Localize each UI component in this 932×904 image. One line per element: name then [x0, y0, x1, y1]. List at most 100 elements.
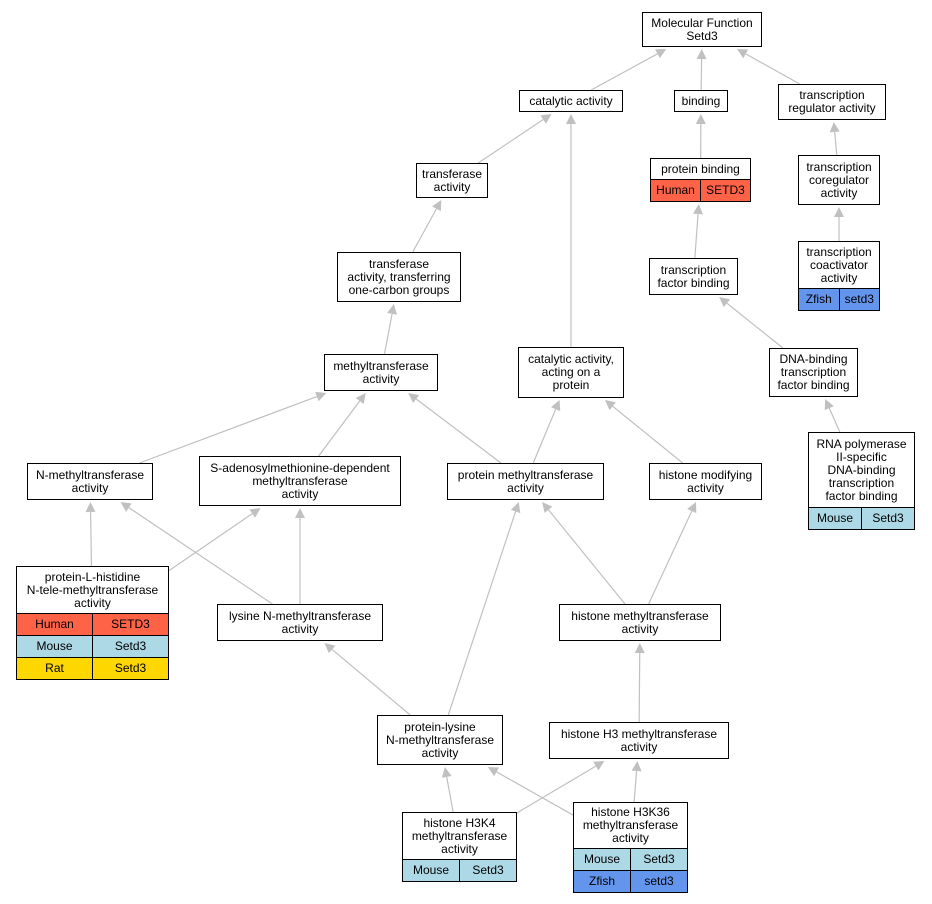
species-gene: SETD3 [700, 180, 750, 201]
edge-txreg-to-mf [745, 53, 801, 85]
node-catalytic[interactable]: catalytic activity [519, 90, 623, 112]
edge-methyl-to-onecarbon [383, 313, 393, 355]
node-mf[interactable]: Molecular Function Setd3 [642, 12, 762, 47]
arrowhead [408, 393, 420, 404]
node-label: lysine N-methyltransferase activity [228, 608, 372, 636]
node-label: S-adenosylmethionine-dependent methyltra… [210, 460, 390, 501]
node-label: N-methyltransferase activity [35, 467, 145, 495]
species-gene: Setd3 [861, 508, 914, 529]
node-methyl[interactable]: methyltransferase activity [324, 354, 438, 391]
node-histmod[interactable]: histone modifying activity [649, 463, 762, 500]
edge-histmod-to-catprot [612, 405, 684, 464]
arrowhead [542, 502, 553, 513]
edge-nmethyl-to-methyl [139, 395, 318, 464]
node-label: protein methyltransferase activity [457, 467, 594, 495]
node-label: RNA polymerase II-specific DNA-binding t… [816, 436, 907, 503]
node-label: histone methyltransferase activity [571, 608, 709, 636]
species-row: Mouse Setd3 [17, 635, 168, 657]
species-organism: Rat [45, 661, 64, 675]
node-label: methyltransferase activity [333, 358, 429, 386]
edge-histidine-to-nmethyl [89, 511, 93, 567]
arrowhead [432, 200, 442, 212]
species-gene: Setd3 [92, 636, 168, 657]
edge-protmethyl-to-catprot [532, 408, 557, 464]
arrowhead [824, 399, 834, 411]
node-histidine[interactable]: protein-L-histidine N-tele-methyltransfe… [16, 566, 169, 680]
node-h3[interactable]: histone H3 methyltransferase activity [549, 722, 729, 759]
arrowhead [510, 502, 521, 514]
species-gene: setd3 [838, 289, 880, 310]
node-label: protein binding [661, 161, 740, 176]
node-onecarbon[interactable]: transferase activity, transferring one-c… [337, 252, 461, 302]
node-label: histone modifying activity [658, 467, 753, 495]
node-label: transcription factor binding [657, 262, 730, 290]
species-organism: Mouse [583, 852, 621, 866]
node-dnatf[interactable]: DNA-binding transcription factor binding [769, 348, 858, 397]
species-organism: Mouse [816, 511, 854, 525]
edge-dnatf-to-tfbinding [726, 302, 784, 349]
node-histmethyl[interactable]: histone methyltransferase activity [559, 604, 721, 641]
node-txcoreg[interactable]: transcription coregulator activity [798, 155, 880, 205]
arrowhead [295, 508, 305, 518]
edge-h3k36-to-h3 [633, 770, 638, 803]
edge-tfbinding-to-protbinding [694, 213, 699, 259]
node-h3k36[interactable]: histone H3K36 methyltransferase activity… [573, 802, 688, 893]
arrowhead [85, 502, 96, 513]
node-txreg[interactable]: transcription regulator activity [778, 84, 886, 120]
edge-h3k4-to-protlys [446, 776, 454, 813]
node-transferase[interactable]: transferase activity [416, 163, 488, 198]
arrowhead [566, 114, 576, 124]
node-label: histone H3 methyltransferase activity [560, 726, 718, 754]
edge-sam-to-methyl [318, 400, 361, 457]
species-organism: Mouse [36, 639, 73, 653]
species-row: Zfish setd3 [799, 288, 879, 310]
species-organism: Zfish [805, 292, 832, 306]
node-protmethyl[interactable]: protein methyltransferase activity [447, 463, 604, 500]
arrowhead [655, 49, 667, 59]
node-label: transcription regulator activity [788, 88, 876, 115]
node-label: protein-lysine N-methyltransferase activ… [385, 719, 495, 760]
node-label: catalytic activity, acting on a protein [528, 352, 614, 392]
edge-protmethyl-to-methyl [415, 398, 502, 464]
edge-lysineN-to-nmethyl [128, 507, 273, 605]
arrowhead [695, 114, 706, 125]
species-row: Mouse Setd3 [809, 507, 914, 529]
arrowhead [719, 297, 731, 308]
node-catprot[interactable]: catalytic activity, acting on a protein [518, 347, 624, 398]
species-row: Human SETD3 [17, 613, 168, 635]
node-nmethyl[interactable]: N-methyltransferase activity [27, 463, 153, 500]
edge-histmethyl-to-histmod [648, 510, 693, 605]
node-sam[interactable]: S-adenosylmethionine-dependent methyltra… [199, 456, 401, 506]
arrowhead [736, 49, 749, 59]
arrowhead [487, 767, 500, 777]
arrowhead [355, 393, 366, 405]
arrowhead [315, 391, 327, 402]
node-binding[interactable]: binding [674, 90, 728, 112]
edge-protlys-to-lysineN [331, 648, 411, 716]
species-organism: Mouse [412, 863, 450, 877]
node-protlys[interactable]: protein-lysine N-methyltransferase activ… [377, 715, 503, 765]
arrowhead [604, 400, 616, 411]
node-label: Molecular Function Setd3 [651, 15, 753, 43]
node-rnapol[interactable]: RNA polymerase II-specific DNA-binding t… [808, 432, 915, 530]
species-gene: Setd3 [459, 860, 516, 881]
species-organism: Zfish [588, 874, 615, 888]
species-row: Mouse Setd3 [574, 848, 687, 870]
node-label: transcription coregulator activity [806, 159, 872, 200]
node-label: protein-L-histidine N-tele-methyltransfe… [26, 569, 159, 610]
arrowhead [693, 204, 704, 215]
species-gene: Setd3 [630, 849, 687, 870]
species-gene: SETD3 [92, 614, 168, 635]
arrowhead [829, 122, 840, 133]
arrowhead [120, 502, 132, 512]
node-label: transcription coactivator activity [806, 244, 872, 285]
species-organism: Human [35, 617, 74, 631]
node-lysineN[interactable]: lysine N-methyltransferase activity [217, 604, 383, 641]
node-tfbinding[interactable]: transcription factor binding [649, 258, 738, 295]
